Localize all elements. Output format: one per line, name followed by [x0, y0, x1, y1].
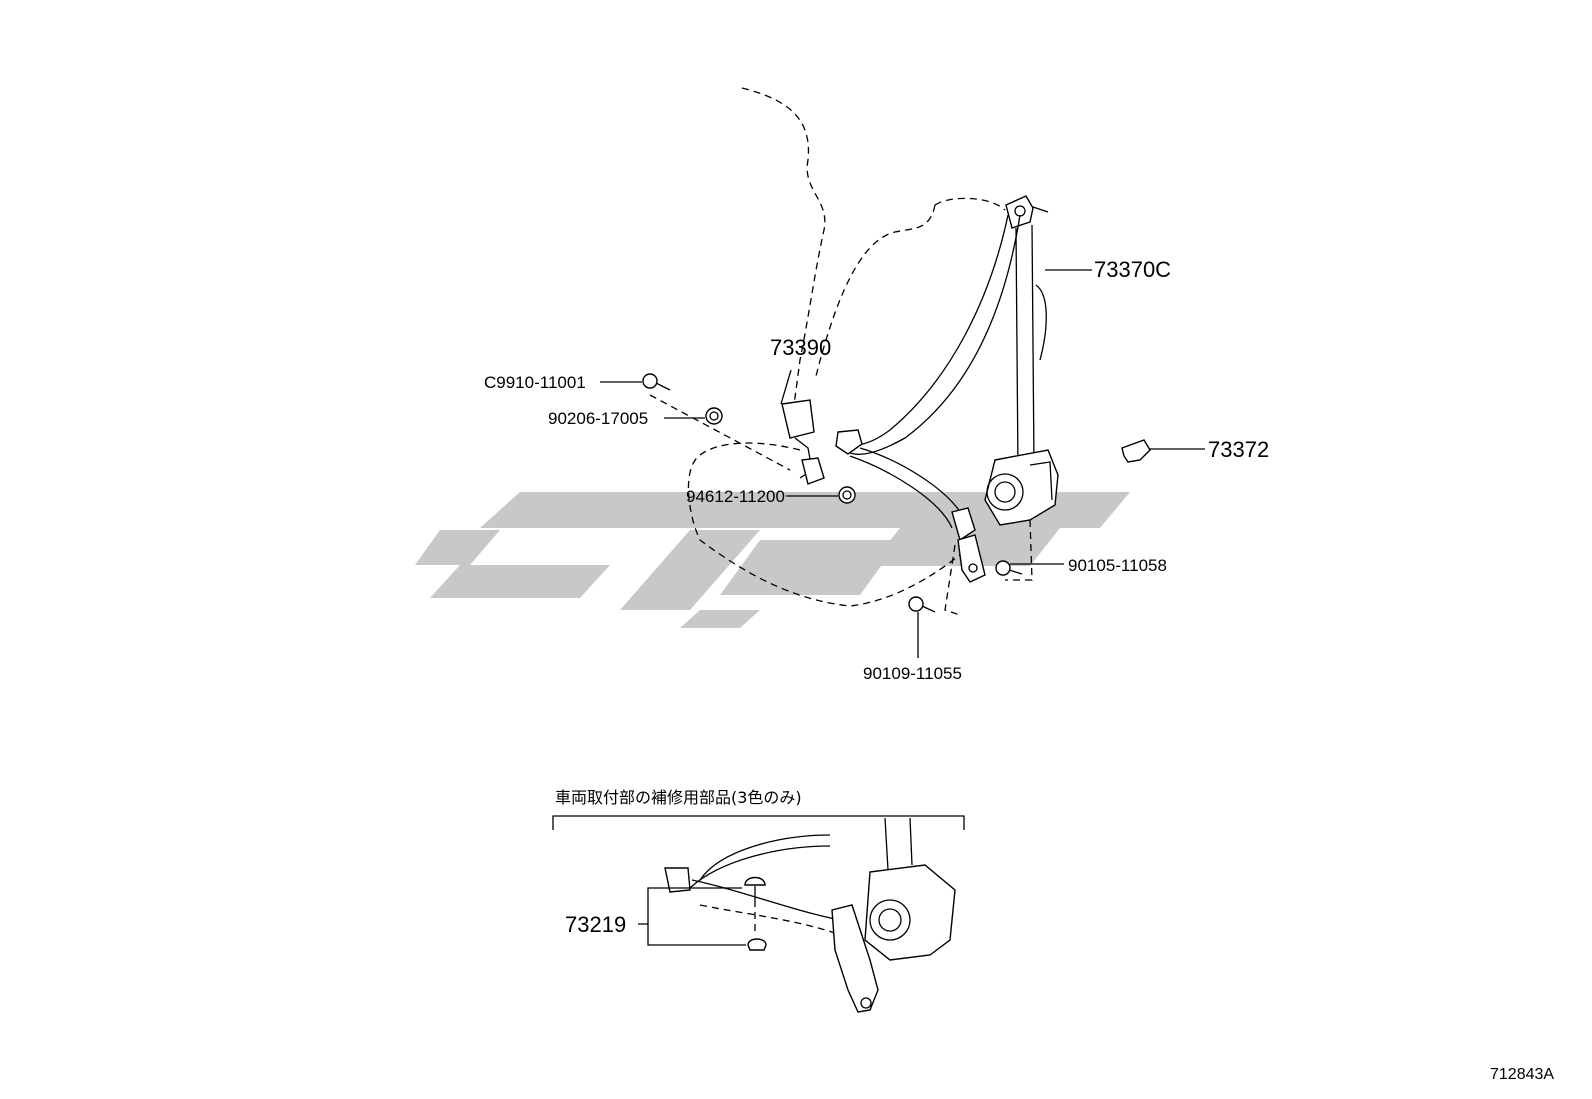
clip-73372 — [1121, 439, 1151, 463]
clip-top — [744, 876, 766, 886]
label-73372: 73372 — [1208, 437, 1269, 462]
hardware-parts — [642, 373, 1151, 613]
label-c9910: C9910-11001 — [484, 373, 586, 392]
inset-title: 車両取付部の補修用部品(3色のみ) — [555, 788, 802, 807]
label-94612: 94612-11200 — [686, 487, 785, 506]
repair-parts-inset: 車両取付部の補修用部品(3色のみ) 73219 — [552, 788, 965, 1013]
bolt-90105-head — [995, 560, 1011, 576]
label-90109: 90109-11055 — [863, 664, 962, 683]
buckle-assembly — [781, 399, 825, 485]
label-73370c: 73370C — [1094, 257, 1171, 282]
clip-bottom — [747, 938, 767, 951]
seat-outline — [649, 87, 1033, 616]
label-73390: 73390 — [770, 335, 831, 360]
bolt-90109-head — [908, 596, 924, 612]
label-90105: 90105-11058 — [1068, 556, 1167, 575]
inset-bracket — [552, 815, 965, 830]
label-73219: 73219 — [565, 912, 626, 937]
nut-94612 — [838, 486, 856, 504]
part-labels: 73370C 73390 73372 C9910-11001 90206-170… — [484, 257, 1269, 683]
seat-belt-assembly — [835, 195, 1059, 583]
diagram-code: 712843A — [1490, 1066, 1554, 1083]
washer-90206 — [705, 407, 723, 425]
label-90206: 90206-17005 — [548, 409, 648, 428]
bolt-c9910-head — [642, 373, 658, 389]
leader-lines — [600, 269, 1205, 658]
